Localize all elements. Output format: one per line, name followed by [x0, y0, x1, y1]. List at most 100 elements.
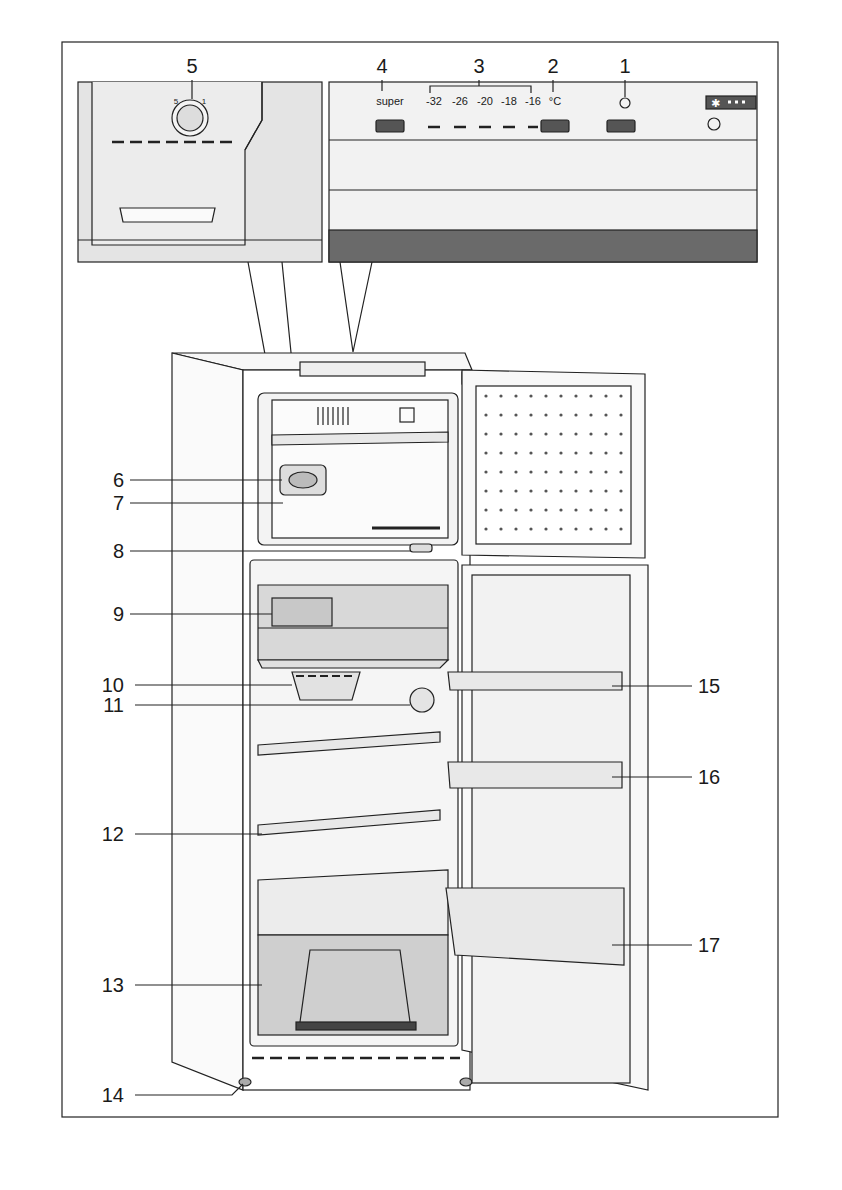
- callout-number: 11: [103, 695, 124, 715]
- door-dot: [514, 527, 517, 530]
- door-dot: [589, 432, 592, 435]
- panel-label: -26: [452, 96, 468, 107]
- dial-mark: 5: [174, 98, 178, 106]
- door-dot: [619, 432, 622, 435]
- callout-number: 10: [102, 675, 124, 695]
- door-dot: [514, 413, 517, 416]
- door-dot: [559, 451, 562, 454]
- callout-number: 6: [113, 470, 124, 490]
- callout-number: 17: [698, 935, 720, 955]
- callout-number: 15: [698, 676, 720, 696]
- door-dot: [619, 527, 622, 530]
- door-dot: [574, 451, 577, 454]
- door-dot: [514, 489, 517, 492]
- callout-number: 8: [113, 541, 124, 561]
- door-dot: [514, 508, 517, 511]
- door-dot: [604, 413, 607, 416]
- door-dot: [544, 508, 547, 511]
- door-dot: [499, 432, 502, 435]
- door-dot: [619, 508, 622, 511]
- door-dot: [499, 470, 502, 473]
- door-dot: [544, 470, 547, 473]
- door-dot: [589, 451, 592, 454]
- door-dot: [529, 413, 532, 416]
- door-dot: [574, 413, 577, 416]
- door-dot: [559, 394, 562, 397]
- door-dot: [514, 432, 517, 435]
- door-dot: [559, 508, 562, 511]
- door-dot: [514, 394, 517, 397]
- panel-label: super: [376, 96, 404, 107]
- door-dot: [589, 508, 592, 511]
- door-dot: [589, 413, 592, 416]
- callout-number: 1: [619, 56, 630, 76]
- door-dot: [559, 470, 562, 473]
- door-dot: [484, 489, 487, 492]
- door-dot: [499, 527, 502, 530]
- door-dot: [604, 508, 607, 511]
- callout-number: 9: [113, 604, 124, 624]
- panel-label: -32: [426, 96, 442, 107]
- callout-number: 14: [102, 1085, 124, 1105]
- panel-label: -18: [501, 96, 517, 107]
- door-dot: [604, 394, 607, 397]
- door-dot: [529, 527, 532, 530]
- door-dot: [529, 470, 532, 473]
- door-dot: [574, 432, 577, 435]
- door-dot: [619, 413, 622, 416]
- door-dot: [559, 489, 562, 492]
- door-dot: [604, 451, 607, 454]
- door-dot: [499, 508, 502, 511]
- door-dot: [484, 508, 487, 511]
- door-dot: [529, 394, 532, 397]
- callout-number: 13: [102, 975, 124, 995]
- door-dot: [619, 451, 622, 454]
- door-dot: [514, 470, 517, 473]
- door-dot: [484, 432, 487, 435]
- door-dot: [484, 527, 487, 530]
- door-dot: [484, 470, 487, 473]
- door-dot: [574, 394, 577, 397]
- door-dot: [544, 527, 547, 530]
- door-dot: [499, 394, 502, 397]
- door-dot: [559, 432, 562, 435]
- door-dot: [544, 489, 547, 492]
- door-dot: [529, 432, 532, 435]
- panel-label: -20: [477, 96, 493, 107]
- door-dot: [499, 413, 502, 416]
- door-dot: [499, 489, 502, 492]
- door-dot: [589, 527, 592, 530]
- door-dot: [559, 527, 562, 530]
- door-dot: [559, 413, 562, 416]
- door-dot: [619, 470, 622, 473]
- door-dot: [604, 527, 607, 530]
- door-dot: [574, 470, 577, 473]
- door-dot: [604, 432, 607, 435]
- door-dot: [514, 451, 517, 454]
- door-dot: [484, 413, 487, 416]
- door-dot: [604, 470, 607, 473]
- door-dot: [529, 508, 532, 511]
- door-dot: [529, 489, 532, 492]
- door-dot: [574, 527, 577, 530]
- door-dot: [604, 489, 607, 492]
- panel-label: -16: [525, 96, 541, 107]
- door-dot: [499, 451, 502, 454]
- door-dot: [589, 394, 592, 397]
- callout-number: 7: [113, 493, 124, 513]
- door-dot: [589, 489, 592, 492]
- door-dot: [589, 470, 592, 473]
- svg-text:✱: ✱: [711, 97, 720, 110]
- door-dot: [529, 451, 532, 454]
- callout-number: 16: [698, 767, 720, 787]
- door-dot: [619, 394, 622, 397]
- door-dot: [484, 394, 487, 397]
- callout-number: 5: [186, 56, 197, 76]
- door-dot: [544, 394, 547, 397]
- callout-number: 3: [473, 56, 484, 76]
- panel-label: °C: [549, 96, 561, 107]
- door-dot: [574, 508, 577, 511]
- callout-number: 2: [547, 56, 558, 76]
